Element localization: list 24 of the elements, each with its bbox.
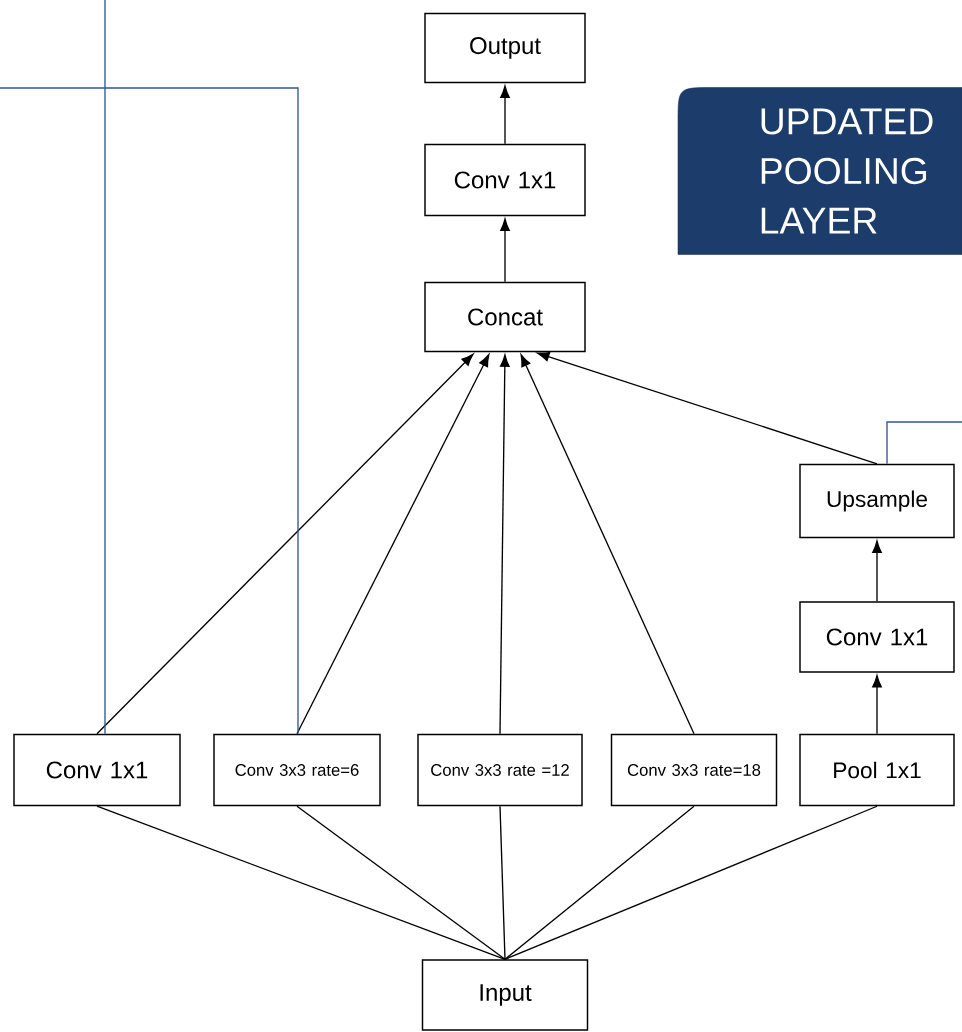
layer-box: Conv 1x1 [799, 601, 955, 673]
layer-box: Conv 3x3 rate =12 [417, 733, 583, 807]
layer-box: Output [424, 12, 586, 84]
arrow [872, 540, 882, 602]
leader-line [104, 0, 106, 735]
leader-line [886, 421, 962, 465]
layer-box: Conv 3x3 rate=18 [610, 733, 778, 807]
arrow [500, 85, 510, 145]
layer-box: Concat [424, 281, 586, 353]
arrow [520, 354, 695, 735]
arrow [872, 674, 882, 735]
arrow [500, 218, 510, 283]
layer-box: Pool 1x1 [799, 733, 955, 807]
layer-box: Conv 1x1 [13, 733, 181, 807]
layer-box: Upsample [799, 463, 955, 539]
layer-box: Input [421, 959, 589, 1031]
leader-line [0, 87, 299, 735]
layer-box: Conv 1x1 [424, 143, 586, 217]
title-banner: UPDATED POOLING LAYER [677, 87, 962, 255]
arrow [499, 354, 510, 735]
layer-box: Conv 3x3 rate=6 [213, 733, 381, 807]
arrow [537, 351, 878, 465]
arrow [296, 354, 490, 735]
arrow [96, 353, 474, 735]
